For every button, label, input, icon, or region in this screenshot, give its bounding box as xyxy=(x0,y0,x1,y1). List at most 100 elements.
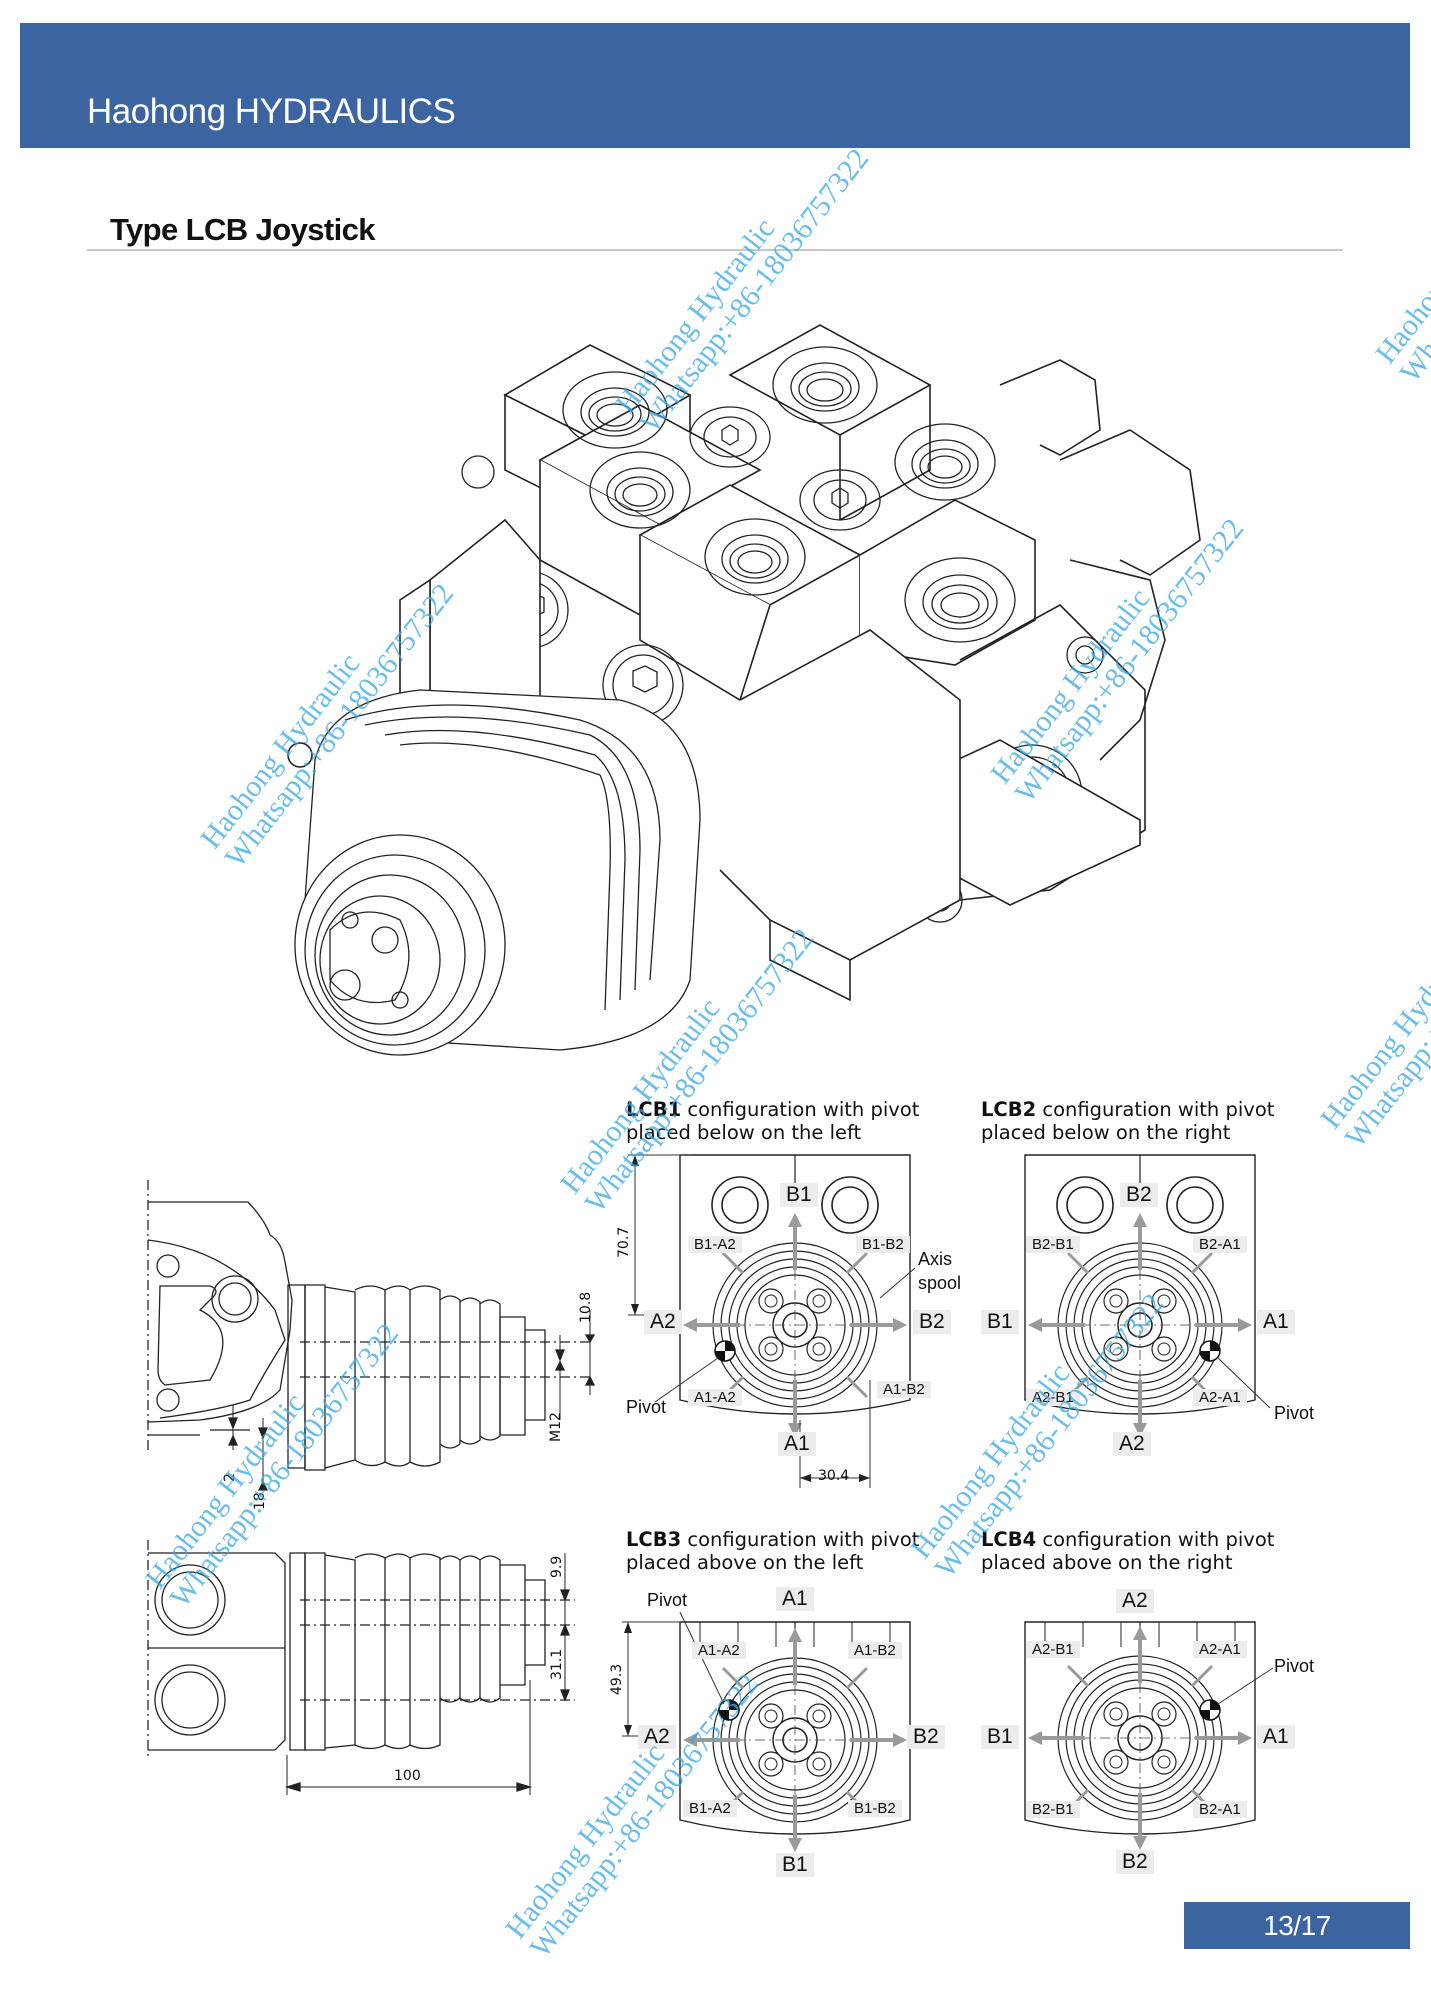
lcb3-arrow-top: A1 xyxy=(776,1587,814,1612)
bolt-icon xyxy=(1103,1288,1129,1314)
lcb4-arrow-right: A1 xyxy=(1257,1725,1295,1750)
dim-9-9: 9.9 xyxy=(549,1555,565,1578)
lcb1-caption-line2: placed below on the left xyxy=(626,1121,862,1144)
bolt-icon xyxy=(758,1336,784,1362)
lcb4-arrow-top: A2 xyxy=(1116,1589,1154,1614)
lcb4-diag-bottom-left: B2-B1 xyxy=(1026,1801,1080,1819)
side-view-top xyxy=(147,1180,596,1491)
bolt-icon xyxy=(1103,1336,1129,1362)
bolt-icon xyxy=(758,1751,784,1777)
lcb4-code: LCB4 xyxy=(981,1528,1037,1551)
lcb3-arrow-left: A2 xyxy=(638,1725,676,1750)
bolt-icon xyxy=(806,1288,832,1314)
lcb3-arrow-right: B2 xyxy=(907,1725,945,1750)
bolt-icon xyxy=(1151,1701,1177,1727)
title-divider xyxy=(87,249,1343,251)
header-bar xyxy=(20,23,1410,148)
dim-31-1: 31.1 xyxy=(549,1648,565,1680)
diagonal-arrow xyxy=(1066,1664,1090,1688)
lcb1-arrow-left: A2 xyxy=(644,1310,682,1335)
lcb1-axis-label-1: Axis xyxy=(918,1249,953,1269)
lcb1-diag-bottom-right: A1-B2 xyxy=(877,1381,931,1399)
lcb3-caption-line2: placed above on the left xyxy=(626,1551,864,1574)
lcb1-axis-label-2: spool xyxy=(918,1273,962,1293)
lcb1-arrow-top: B1 xyxy=(780,1183,818,1208)
diagonal-arrow xyxy=(845,1251,869,1275)
bolt-icon xyxy=(758,1703,784,1729)
lcb1-diag-top-left: B1-A2 xyxy=(688,1236,742,1254)
dim-m12: M12 xyxy=(548,1412,564,1442)
lcb1-caption: LCB1 configuration with pivot placed bel… xyxy=(626,1098,919,1144)
diagonal-arrow xyxy=(1066,1251,1090,1275)
diagonal-arrow xyxy=(721,1251,745,1275)
lcb1-code: LCB1 xyxy=(626,1098,682,1121)
lcb2-arrow-right: A1 xyxy=(1257,1310,1295,1335)
lcb4-pivot-label: Pivot xyxy=(1274,1656,1315,1676)
bolt-icon xyxy=(1103,1701,1129,1727)
bolt-icon xyxy=(1151,1749,1177,1775)
diagonal-arrow xyxy=(845,1666,869,1690)
diagonal-arrow xyxy=(1190,1251,1214,1275)
lcb3-diag-top-right: A1-B2 xyxy=(848,1642,902,1660)
dim-10-8: 10.8 xyxy=(578,1291,594,1323)
port-icon xyxy=(1166,1176,1224,1234)
lcb3-code: LCB3 xyxy=(626,1528,682,1551)
diagonal-arrow xyxy=(1190,1664,1214,1688)
port-icon xyxy=(711,1176,769,1234)
lcb2-code: LCB2 xyxy=(981,1098,1037,1121)
lcb2-diag-bottom-left: A2-B1 xyxy=(1026,1389,1080,1407)
lcb4-caption-line2: placed above on the right xyxy=(981,1551,1233,1574)
lcb2-caption-line1: configuration with pivot xyxy=(1036,1098,1275,1121)
lcb4-arrow-left: B1 xyxy=(981,1725,1019,1750)
bolt-icon xyxy=(806,1703,832,1729)
lcb3-pivot-label: Pivot xyxy=(647,1590,688,1610)
lcb4-caption: LCB4 configuration with pivot placed abo… xyxy=(981,1528,1274,1574)
dim-100: 100 xyxy=(394,1768,421,1784)
lcb3-diag-top-left: A1-A2 xyxy=(692,1642,746,1660)
lcb1-caption-line1: configuration with pivot xyxy=(681,1098,920,1121)
lcb1-dim-width: 30.4 xyxy=(818,1468,850,1484)
lcb3-caption: LCB3 configuration with pivot placed abo… xyxy=(626,1528,919,1574)
lcb4-diag-bottom-right: B2-A1 xyxy=(1193,1801,1247,1819)
lcb2-arrow-bottom: A2 xyxy=(1113,1432,1151,1457)
bolt-icon xyxy=(758,1288,784,1314)
lcb4-arrow-bottom: B2 xyxy=(1116,1850,1154,1875)
lcb1-diag-bottom-left: A1-A2 xyxy=(688,1389,742,1407)
port-thread xyxy=(562,346,1016,643)
pivot-leader xyxy=(1217,1357,1271,1409)
lcb3-diag-bottom-right: B1-B2 xyxy=(848,1800,902,1818)
lcb2-diag-bottom-right: A2-A1 xyxy=(1193,1389,1247,1407)
diagonal-arrow xyxy=(721,1666,745,1690)
port-icon xyxy=(821,1176,879,1234)
lcb2-arrow-left: B1 xyxy=(981,1310,1019,1335)
diagonal-arrow xyxy=(845,1375,869,1399)
lcb4-diag-top-left: A2-B1 xyxy=(1026,1641,1080,1659)
lcb3-diag-bottom-left: B1-A2 xyxy=(683,1800,737,1818)
lcb2-pivot-label: Pivot xyxy=(1274,1403,1315,1423)
lcb4-diag-top-right: A2-A1 xyxy=(1193,1641,1247,1659)
lcb2-caption: LCB2 configuration with pivot placed bel… xyxy=(981,1098,1274,1144)
lcb1-diag-top-right: B1-B2 xyxy=(856,1236,910,1254)
pivot-leader xyxy=(1217,1667,1274,1705)
lcb4-caption-line1: configuration with pivot xyxy=(1036,1528,1275,1551)
bolt-icon xyxy=(806,1751,832,1777)
joystick-boot xyxy=(294,689,701,1056)
lcb3-arrow-bottom: B1 xyxy=(776,1853,814,1878)
lcb2-diag-top-right: B2-A1 xyxy=(1193,1236,1247,1254)
side-view-bottom xyxy=(147,1540,575,1795)
lcb1-pivot-label: Pivot xyxy=(626,1397,667,1417)
page-number: 13/17 xyxy=(1184,1902,1410,1949)
lcb3-caption-line1: configuration with pivot xyxy=(681,1528,920,1551)
bolt-icon xyxy=(1151,1288,1177,1314)
pivot-leader xyxy=(654,1357,719,1403)
page-title: Type LCB Joystick xyxy=(110,212,375,247)
bolt-icon xyxy=(1151,1336,1177,1362)
brand-name: Haohong HYDRAULICS xyxy=(87,92,456,131)
lcb2-arrow-top: B2 xyxy=(1120,1183,1158,1208)
lcb1-arrow-right: B2 xyxy=(913,1310,951,1335)
dim-line xyxy=(622,1621,682,1737)
bolt-icon xyxy=(806,1336,832,1362)
